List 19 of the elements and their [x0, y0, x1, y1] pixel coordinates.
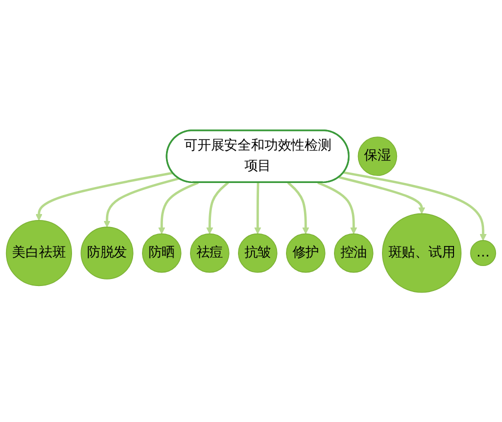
- arrow: [344, 171, 487, 240]
- arrow: [287, 181, 310, 234]
- node-circle: …: [470, 240, 496, 266]
- node-circle: 保湿: [358, 136, 398, 176]
- arrow: [206, 181, 229, 234]
- arrow: [254, 182, 262, 234]
- arrow: [104, 177, 180, 228]
- node-circle: 祛痘: [190, 233, 230, 272]
- arrow: [338, 176, 426, 214]
- arrow: [317, 181, 358, 234]
- node-circle: 抗皱: [238, 233, 278, 272]
- node-circle: 修护: [286, 233, 326, 272]
- node-circle: 防脱发: [80, 226, 134, 280]
- node-circle: 控油: [334, 233, 374, 272]
- node-circle: 美白祛斑: [6, 220, 72, 286]
- node-circle: 斑贴、试用: [382, 212, 462, 292]
- arrow: [36, 171, 173, 220]
- arrow: [158, 181, 199, 234]
- node-circle: 防晒: [142, 233, 182, 272]
